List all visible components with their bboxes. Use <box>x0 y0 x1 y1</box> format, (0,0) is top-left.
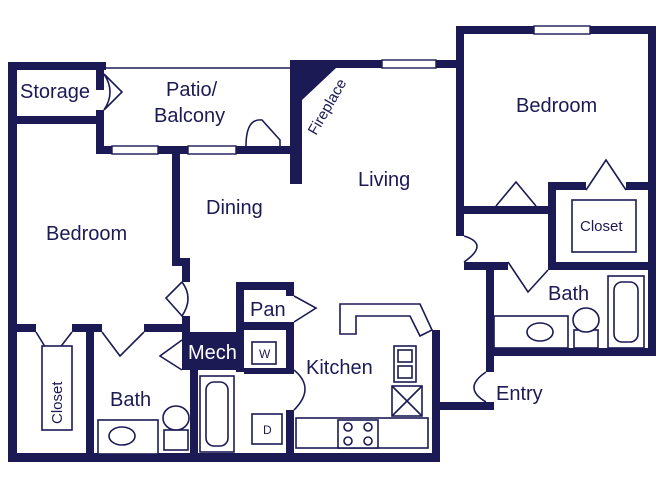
door-laundry <box>293 369 306 411</box>
wall-bath-right-bottom <box>486 348 656 356</box>
wall-laundry-right-lower <box>286 410 294 460</box>
fixtures <box>41 199 645 455</box>
wall-right-outer <box>648 26 656 356</box>
burner-4 <box>363 436 373 446</box>
tub-left-inner <box>205 381 229 447</box>
wall-bottom-outer <box>8 453 440 462</box>
wall-bedroom-left-right-lower <box>182 258 190 282</box>
walls <box>8 26 656 462</box>
label-pan: Pan <box>250 299 286 321</box>
wall-closet-right-top-right <box>626 182 652 190</box>
dryer-box <box>251 413 283 445</box>
fridge-top <box>397 349 413 363</box>
wall-storage-right-upper <box>96 62 104 90</box>
door-storage <box>103 73 124 111</box>
label-entry: Entry <box>496 383 543 405</box>
burner-2 <box>363 422 373 432</box>
wall-bath-right-top-left <box>486 262 508 270</box>
wall-bath-left-left <box>86 324 94 462</box>
wall-dining-left <box>172 146 180 258</box>
toilet-bowl-right <box>572 307 600 333</box>
room-labels: Storage Patio/ Balcony Fireplace Bedroom… <box>20 76 623 437</box>
burner-1 <box>343 422 353 432</box>
label-storage: Storage <box>20 81 90 103</box>
door-mech <box>158 339 183 371</box>
wall-patio-left-lower <box>96 110 104 154</box>
label-dining: Dining <box>206 197 263 219</box>
sink-right <box>526 322 554 342</box>
door-bath-right <box>507 261 549 294</box>
wall-bedroom-right-bottom-left <box>456 206 554 214</box>
wall-closet-left-top-a <box>8 324 36 332</box>
label-bath-right: Bath <box>548 283 589 305</box>
fireplace-hearth <box>302 68 336 100</box>
door-bedroom-left <box>164 281 189 318</box>
sink-left <box>108 426 136 446</box>
door-closet-right <box>585 158 627 191</box>
wall-bedroom-left-rightstub <box>172 258 190 266</box>
door-entry-hall <box>463 235 478 263</box>
wall-entry-bottom <box>440 402 494 410</box>
label-mech: Mech <box>188 342 237 364</box>
washer-box <box>251 341 277 365</box>
wall-closet-right-left <box>548 182 556 268</box>
label-patio-line2: Balcony <box>154 105 225 127</box>
fridge-bottom <box>397 365 413 379</box>
dishwasher-x2 <box>391 385 423 417</box>
tub-right-inner <box>613 281 639 343</box>
wall-pan-bottom <box>236 322 294 330</box>
door-entry <box>473 371 487 403</box>
door-pan <box>293 295 318 323</box>
door-patio <box>245 119 281 147</box>
wall-fireplace-left <box>290 60 302 184</box>
label-closet-right: Closet <box>580 218 623 235</box>
toilet-tank-left <box>163 429 189 451</box>
wall-bedroom-right-left <box>456 26 464 226</box>
wall-bath-left-right <box>190 370 198 462</box>
wall-entry-upper-stub <box>456 222 464 236</box>
label-dryer: D <box>263 423 272 437</box>
windows <box>111 25 591 155</box>
label-bedroom-left: Bedroom <box>46 223 127 245</box>
door-bath-left <box>101 331 145 358</box>
wall-left-outer <box>8 62 17 462</box>
window-3 <box>381 59 437 69</box>
label-living: Living <box>358 169 410 191</box>
closet-right-rod <box>571 199 637 253</box>
wall-pan-top <box>236 282 294 290</box>
label-bedroom-right: Bedroom <box>516 95 597 117</box>
burner-3 <box>343 436 353 446</box>
toilet-bowl-left <box>162 405 190 431</box>
window-4 <box>533 25 591 35</box>
wall-bath-right-left <box>486 262 494 356</box>
wall-laundry-right-upper <box>286 330 294 370</box>
range <box>337 419 379 449</box>
wall-closet-right-bottom <box>548 262 656 270</box>
kitchen-island <box>339 303 434 338</box>
label-patio-line1: Patio/ <box>166 79 218 101</box>
wall-entry-right <box>486 348 494 372</box>
wall-top-living <box>290 60 462 68</box>
wall-entry-mid <box>464 262 494 270</box>
wall-pan-right-upper <box>286 282 294 296</box>
window-1 <box>111 145 159 155</box>
wall-bedroom-left-right-lower2 <box>182 316 190 330</box>
wall-storage-top <box>8 62 106 70</box>
door-bedroom-right <box>495 180 537 207</box>
label-kitchen: Kitchen <box>306 357 373 379</box>
wall-bath-left-top <box>144 324 190 332</box>
closet-left-rod <box>41 345 73 431</box>
mech-block <box>182 332 244 370</box>
wall-closet-right-top-left <box>548 182 586 190</box>
wall-laundry-divider <box>244 368 294 374</box>
label-closet-left: Closet <box>49 381 66 424</box>
label-washer: W <box>259 347 271 361</box>
window-2 <box>187 145 237 155</box>
wall-storage-bottom <box>8 116 104 124</box>
label-bath-left: Bath <box>110 389 151 411</box>
wall-kitchen-right <box>432 330 440 462</box>
